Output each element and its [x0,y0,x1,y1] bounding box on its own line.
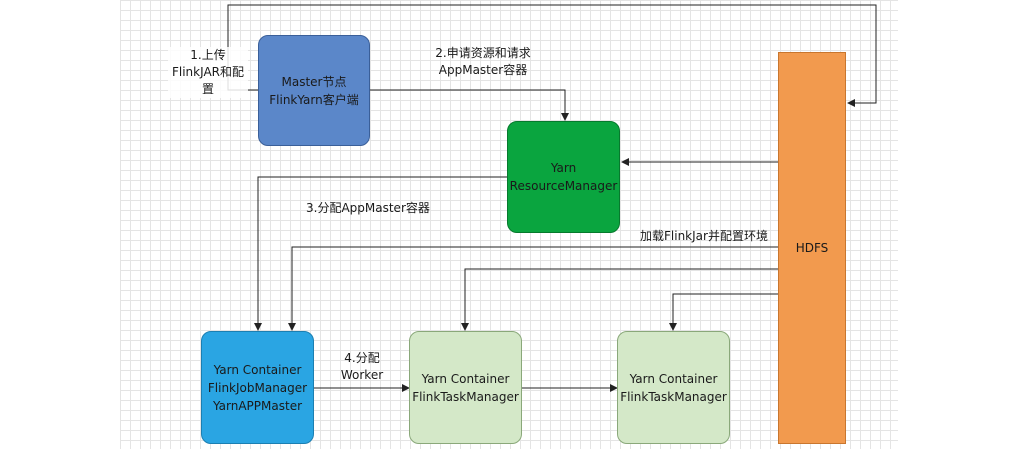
resource-manager-line-2: ResourceManager [509,179,618,193]
job-manager-line-1: Yarn Container [213,362,302,377]
edge-hdfs-to-task-manager-1 [461,268,778,331]
allocate-appmaster-text: 3.分配AppMaster容器 [306,201,430,215]
resource-manager-node[interactable]: Yarn ResourceManager [507,121,620,233]
edge-allocate-appmaster [254,176,507,331]
connector-layer [227,4,877,392]
diagram-canvas: Master节点 FlinkYarn客户端 Yarn ResourceManag… [120,0,898,449]
allocate-worker-line-1: 4.分配 [344,351,380,365]
task-manager-2-line-2: FlinkTaskManager [620,389,727,404]
edge-hdfs-to-task-manager-2 [669,293,778,331]
allocate-worker-line-2: Worker [340,368,384,382]
master-node-line-2: FlinkYarn客户端 [269,92,359,107]
task-manager-node-2[interactable]: Yarn Container FlinkTaskManager [617,331,730,444]
load-flinkjar-label: 加载FlinkJar并配置环境 [640,228,768,245]
master-node-line-1: Master节点 [281,74,347,89]
request-label-line-1: 2.申请资源和请求 [435,46,531,60]
request-label-line-2: AppMaster容器 [438,63,528,77]
hdfs-node[interactable]: HDFS [778,52,846,444]
request-label: 2.申请资源和请求 AppMaster容器 [420,45,546,79]
allocate-worker-label: 4.分配 Worker [332,350,392,384]
task-manager-1-line-2: FlinkTaskManager [412,389,519,404]
resource-manager-line-1: Yarn [550,161,577,175]
hdfs-label: HDFS [795,241,829,255]
edge-load-flinkjar [288,246,778,331]
master-node[interactable]: Master节点 FlinkYarn客户端 [258,35,370,146]
allocate-appmaster-label: 3.分配AppMaster容器 [306,200,430,217]
task-manager-node-1[interactable]: Yarn Container FlinkTaskManager [409,331,522,444]
job-manager-node[interactable]: Yarn Container FlinkJobManager YarnAPPMa… [201,331,314,444]
task-manager-2-line-1: Yarn Container [629,371,718,386]
edge-request-resources [370,89,569,121]
job-manager-line-3: YarnAPPMaster [212,398,303,413]
upload-label-line-1: 1.上传 [190,48,226,62]
upload-label-line-2: FlinkJAR和配 [171,65,244,79]
upload-label: 1.上传 FlinkJAR和配 置 [168,47,248,98]
load-flinkjar-text: 加载FlinkJar并配置环境 [640,229,768,243]
task-manager-1-line-1: Yarn Container [421,371,510,386]
job-manager-line-2: FlinkJobManager [207,380,308,395]
upload-label-line-3: 置 [201,82,214,96]
